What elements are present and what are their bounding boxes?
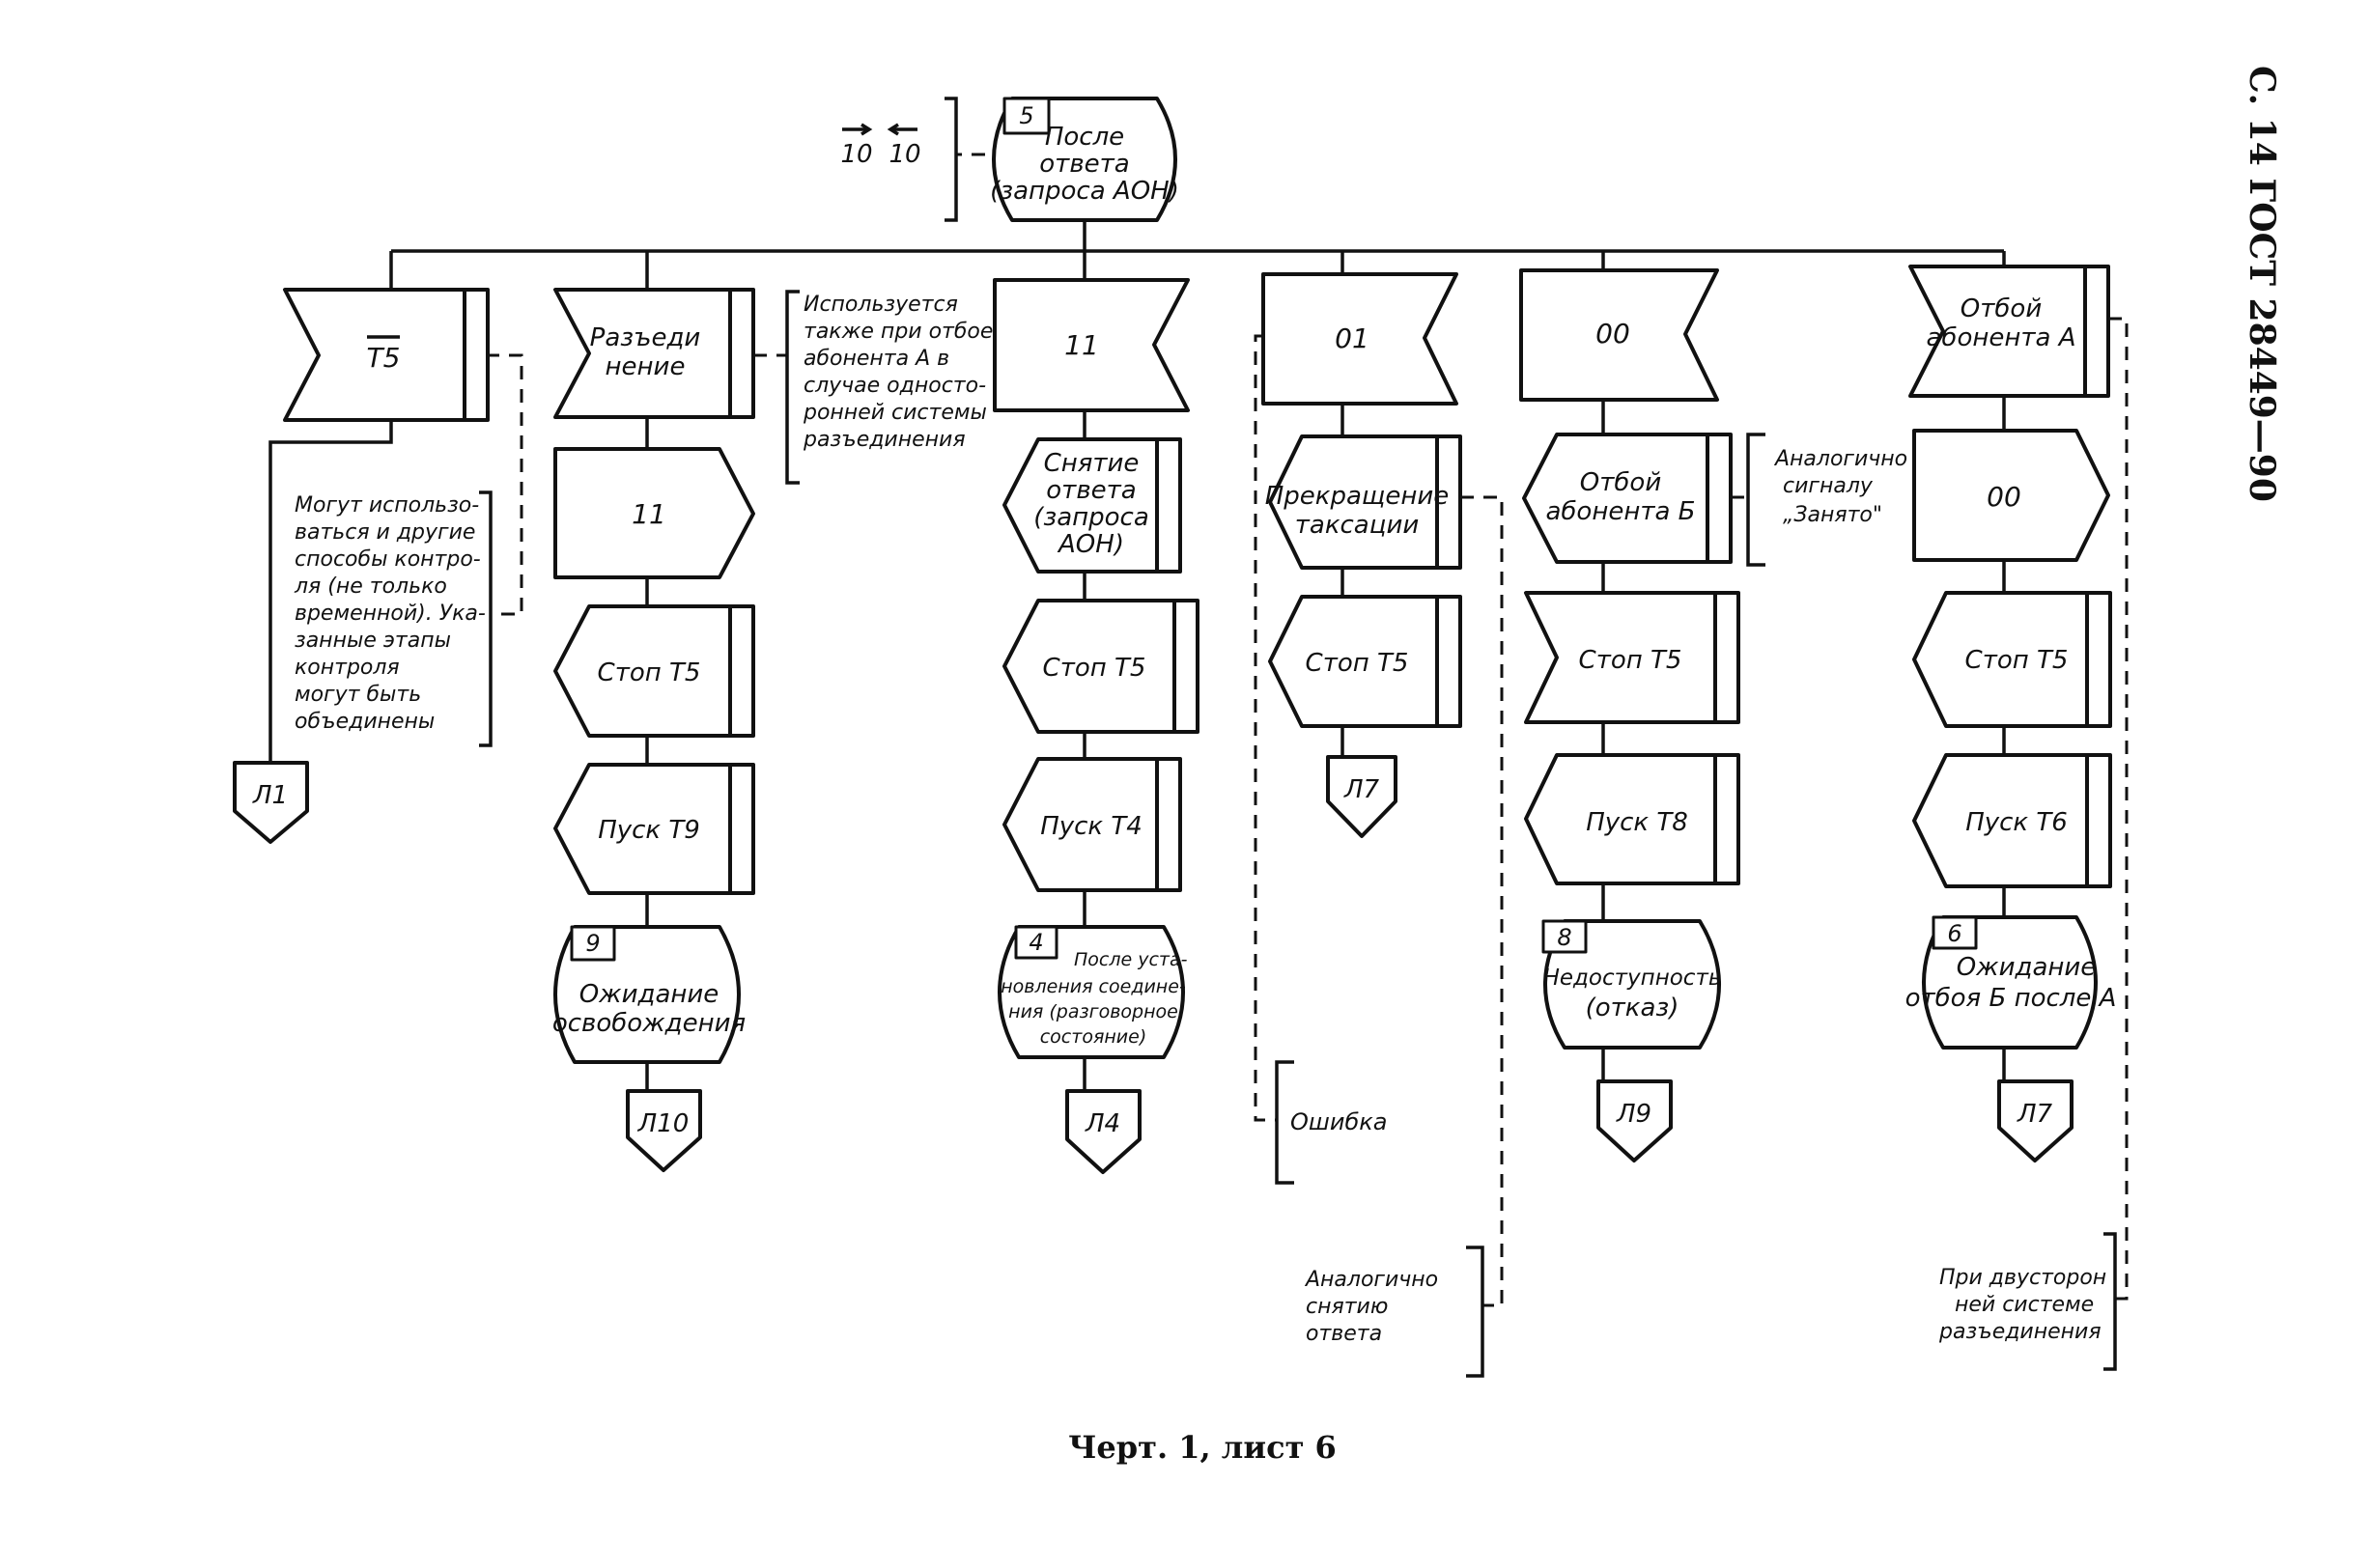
svg-text:ответа: ответа [1306,1322,1382,1346]
col4: 01 Прекращение таксации Стоп Т5 Л7 Ошибк… [1261,272,1462,1346]
col2-state-line-1: Ожидание [579,980,719,1009]
col6-note: При двусторон ней системе разъединения [1938,1266,2106,1344]
col5-connector: Л9 [1616,1100,1651,1129]
col3: 11 Снятие ответа (запроса АОН) Стоп Т5 П… [993,278,1199,1174]
col2-task2: Пуск Т9 [598,816,700,845]
col6-connector: Л7 [2017,1100,2053,1129]
col3-task0-line-1: Снятие [1044,449,1140,478]
col4-task0-line-1: Прекращение [1265,482,1450,511]
col6-state-number: 6 [1947,920,1961,947]
col6-signal-line-2: абонента А [1927,323,2076,352]
col2-signal-line-1: Разъеди [590,323,701,352]
top-ref-left: 10 [840,140,872,169]
col4-note-error: Ошибка [1290,1108,1387,1135]
col5-output-line-1: Отбой [1580,468,1661,497]
svg-text:снятию: снятию [1306,1295,1388,1319]
svg-text:разъединения: разъединения [803,428,966,452]
col5-state-line-2: (отказ) [1586,994,1679,1022]
col5-state-number: 8 [1557,924,1571,951]
svg-text:ваться и другие: ваться и другие [295,520,475,545]
col3-task2: Пуск Т4 [1040,812,1143,841]
svg-text:занные этапы: занные этапы [295,629,451,653]
col5-task1: Стоп Т5 [1579,646,1682,675]
col3-state-line-1: После уста- [1074,949,1188,970]
col3-task0-line-3: (запроса [1033,503,1149,532]
col6-state-line-1: Ожидание [1957,953,2097,982]
col5-note: Аналогично сигналу „Занято" [1773,447,1907,527]
col4-task0-line-2: таксации [1295,511,1420,540]
col3-state-line-2: новления соедине- [1001,976,1186,997]
col3-task0-line-4: АОН) [1057,530,1124,559]
top-state: 5 После ответа (запроса АОН) [990,97,1179,222]
svg-text:временной). Ука-: временной). Ука- [295,602,486,626]
comment-brackets [479,97,2117,1378]
svg-text:ля (не только: ля (не только [294,574,447,599]
col1-note: Могут использо- ваться и другие способы … [294,493,486,734]
col3-connector: Л4 [1085,1109,1120,1138]
col4-note-bottom: Аналогично снятию ответа [1304,1268,1438,1346]
col1-signal: T5 [367,342,401,374]
col2-state-line-2: освобождения [552,1009,746,1038]
col6-state-line-2: отбоя Б после А [1905,984,2117,1013]
col4-task1: Стоп Т5 [1306,649,1409,678]
col3-state-line-4: состояние) [1040,1026,1147,1048]
svg-text:контроля: контроля [295,656,400,680]
col6-output: 00 [1987,481,2021,513]
page-header: С. 14 ГОСТ 28449—90 [2242,66,2282,502]
col2-task1: Стоп Т5 [598,658,701,687]
col5-task2: Пуск Т8 [1586,808,1688,837]
col6: Отбой абонента А 00 Стоп Т5 Пуск Т6 6 Ож… [1905,265,2117,1344]
svg-text:абонента А в: абонента А в [804,347,949,371]
col2: Разъеди нение 11 Стоп Т5 Пуск Т9 9 Ожида… [552,288,993,1172]
top-ref-right: 10 [889,140,920,169]
top-state-line-2: ответа [1039,150,1129,179]
figure-caption: Черт. 1, лист 6 [1068,1429,1337,1466]
col5-signal: 00 [1595,318,1630,350]
col3-signal: 11 [1064,329,1099,361]
svg-text:ронней системы: ронней системы [803,401,987,425]
col2-note: Используется также при отбое абонента А … [803,293,993,452]
col3-state-number: 4 [1029,929,1043,956]
col6-task1: Стоп Т5 [1965,646,2069,675]
col6-signal-line-1: Отбой [1961,294,2042,323]
svg-text:могут быть: могут быть [295,683,421,707]
col2-output: 11 [632,498,666,530]
col5-state-line-1: Недоступность [1543,966,1722,991]
svg-text:случае односто-: случае односто- [804,374,986,398]
col1: T5 Л1 Могут использо- ваться и другие сп… [233,288,490,844]
top-state-line-1: После [1045,123,1124,152]
col4-connector: Л7 [1343,775,1380,804]
svg-text:Могут использо-: Могут использо- [295,493,479,518]
comment-leaders [486,153,2129,1307]
top-ref: 10 10 [840,123,921,169]
svg-text:Аналогично: Аналогично [1304,1268,1438,1292]
col3-task1: Стоп Т5 [1043,654,1146,683]
svg-text:ней системе: ней системе [1955,1293,2094,1317]
svg-text:сигналу: сигналу [1783,474,1874,498]
svg-text:При двусторон: При двусторон [1939,1266,2106,1290]
svg-text:также при отбое: также при отбое [804,320,993,344]
svg-text:способы контро-: способы контро- [295,547,481,572]
col1-connector: Л1 [252,781,288,810]
col4-signal: 01 [1335,322,1369,354]
col2-state-number: 9 [585,930,600,957]
col6-task2: Пуск Т6 [1965,808,2068,837]
svg-text:объединены: объединены [295,710,435,734]
col2-connector: Л10 [637,1109,690,1138]
col5-output-line-2: абонента Б [1545,497,1695,526]
svg-text:„Занято": „Занято" [1783,503,1882,527]
col3-task0-line-2: ответа [1046,476,1136,505]
col5: 00 Отбой абонента Б Стоп Т5 Пуск Т8 8 Не… [1519,268,1907,1162]
col3-state-line-3: ния (разговорное [1008,1001,1178,1022]
svg-text:разъединения: разъединения [1938,1320,2102,1344]
top-state-number: 5 [1019,102,1033,129]
svg-text:Используется: Используется [804,293,958,317]
col2-signal-line-2: нение [606,352,686,381]
flow-lines [268,220,2006,1089]
top-state-line-3: (запроса АОН) [990,177,1179,206]
svg-text:Аналогично: Аналогично [1773,447,1907,471]
